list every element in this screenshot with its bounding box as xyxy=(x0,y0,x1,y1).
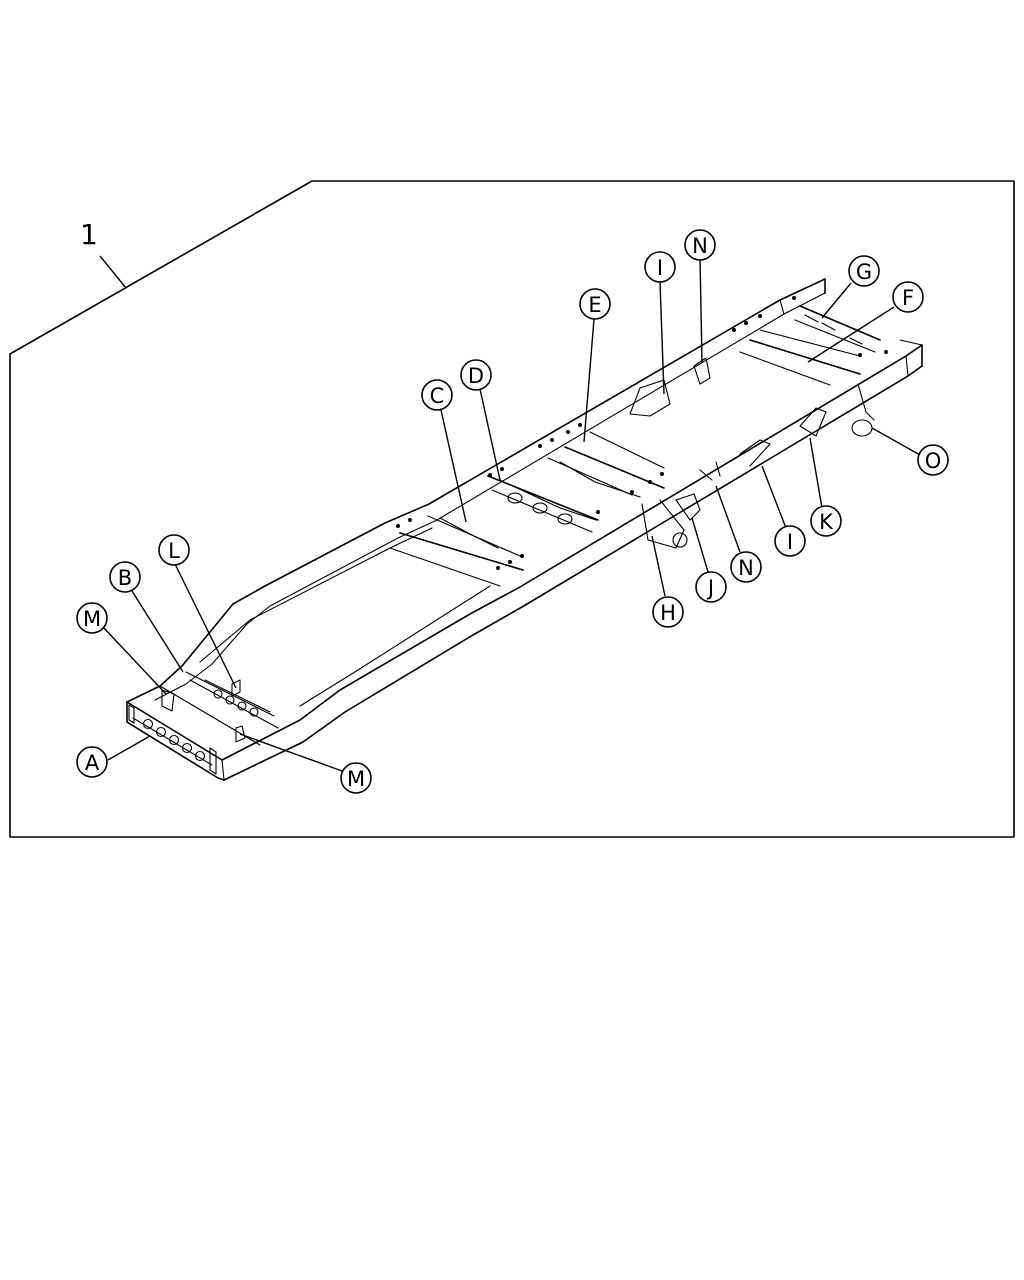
callout-leaders xyxy=(102,258,921,772)
callout-m-lower: M xyxy=(340,762,372,794)
callout-d-label: D xyxy=(468,364,484,388)
bumper-holes xyxy=(142,718,206,762)
crossmember-d-holes xyxy=(507,492,573,525)
callout-i-upper: I xyxy=(644,251,676,283)
assembly-leader xyxy=(99,255,127,289)
callout-n-lower: N xyxy=(730,551,762,583)
callout-m-upper-label: M xyxy=(83,607,101,631)
callout-l-label: L xyxy=(168,539,180,563)
callout-b: B xyxy=(109,561,141,593)
callout-m-upper: M xyxy=(76,602,108,634)
callout-l: L xyxy=(158,534,190,566)
callout-a: A xyxy=(76,746,108,778)
callout-k: K xyxy=(810,505,842,537)
rear-crossmember-holes xyxy=(804,314,863,345)
callout-m-lower-label: M xyxy=(347,767,365,791)
callout-j: J xyxy=(695,571,727,603)
callout-k-label: K xyxy=(819,510,834,534)
callout-f: F xyxy=(892,281,924,313)
assembly-border xyxy=(9,180,1015,838)
callout-n-lower-label: N xyxy=(738,556,754,580)
callout-e-label: E xyxy=(588,293,601,317)
callout-i-lower-label: I xyxy=(787,530,793,554)
rail-bolt-holes xyxy=(396,296,888,570)
callout-a-label: A xyxy=(85,751,100,775)
callout-c-label: C xyxy=(430,384,445,408)
callout-n-upper: N xyxy=(684,229,716,261)
callout-f-label: F xyxy=(902,286,914,310)
callout-c: C xyxy=(421,379,453,411)
callout-d: D xyxy=(460,359,492,391)
callout-j-label: J xyxy=(706,576,714,600)
callout-e: E xyxy=(579,288,611,320)
callout-n-upper-label: N xyxy=(692,234,708,258)
callout-g-label: G xyxy=(856,260,872,284)
callout-i-upper-label: I xyxy=(657,256,663,280)
chassis-frame xyxy=(126,278,923,781)
callout-g: G xyxy=(848,255,880,287)
callout-o: O xyxy=(917,444,949,476)
callout-o-label: O xyxy=(925,449,942,473)
callout-b-label: B xyxy=(118,566,132,590)
callout-i-lower: I xyxy=(774,525,806,557)
callout-h: H xyxy=(652,596,684,628)
assembly-number: 1 xyxy=(80,218,98,251)
crossmember-holes xyxy=(213,689,259,717)
callout-h-label: H xyxy=(660,601,676,625)
